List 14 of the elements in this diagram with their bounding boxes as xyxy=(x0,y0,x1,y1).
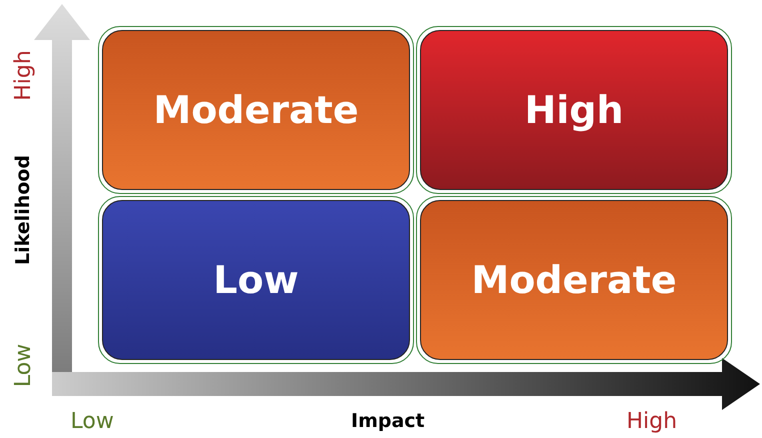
risk-level: High xyxy=(524,88,624,132)
axis-title: Likelihood xyxy=(12,155,34,265)
axis-low-label: Low xyxy=(10,343,36,387)
risk-box xyxy=(102,200,410,360)
axis-low-label: Low xyxy=(70,408,114,434)
risk-level: Low xyxy=(213,258,299,302)
risk-level: Moderate xyxy=(153,88,359,132)
axis-high-label: High xyxy=(626,408,678,434)
axis-high-label: High xyxy=(10,50,36,100)
axis-title: Impact xyxy=(351,410,425,432)
risk-box xyxy=(420,30,728,190)
risk-level: Moderate xyxy=(471,258,677,302)
risk-box xyxy=(102,30,410,190)
risk-box xyxy=(420,200,728,360)
